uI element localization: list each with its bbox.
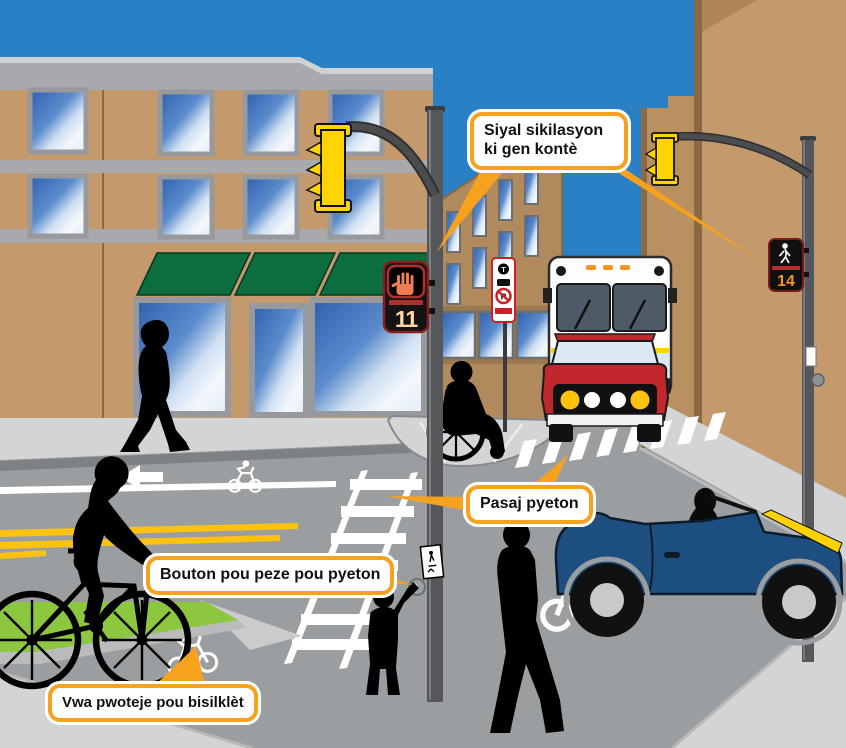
left-arrow-marking <box>120 465 163 489</box>
callout-bike-lane: Vwa pwoteje pou bisilklèt <box>48 684 258 722</box>
transit-logo-letter: T <box>501 265 506 274</box>
cyclist-silhouette <box>0 456 192 690</box>
pedestrian-signal-countdown-right: 14 <box>768 238 809 292</box>
bus-stop-no-parking-sign: T P <box>491 257 516 432</box>
walking-person-icon <box>778 243 791 264</box>
callout-signals: Siyal sikilasyon ki gen kontè <box>470 112 628 170</box>
stop-hand-icon <box>391 272 414 295</box>
headlight <box>560 390 580 410</box>
countdown-11: 11 <box>395 306 419 332</box>
pedestrian-silhouette-left <box>120 320 190 452</box>
windshield-frame <box>709 494 757 514</box>
bus-icon <box>497 279 510 286</box>
lane-line <box>0 481 336 494</box>
push-button-right-pole <box>805 346 825 387</box>
signal-pole-main <box>425 106 445 702</box>
left-building <box>0 57 442 424</box>
callout-push-button-label: Bouton pou peze pou pyeton <box>160 566 381 583</box>
left-sidewalk <box>0 418 433 460</box>
traffic-signal-right <box>644 132 679 186</box>
callout-crosswalk-label: Pasaj pyeton <box>480 495 579 512</box>
callout-signals-label: Siyal sikilasyon ki gen kontè <box>484 122 604 158</box>
storefront-windows <box>133 297 427 418</box>
push-button-sign <box>419 544 445 580</box>
bike-symbol-marking <box>227 460 263 493</box>
door-handle <box>664 552 680 558</box>
mast-arm-inner-right <box>667 133 812 178</box>
pedestrian-crossing-silhouette <box>490 521 564 733</box>
mast-arm-inner <box>345 123 439 197</box>
transit-logo-icon <box>498 263 509 275</box>
red-car <box>540 333 670 442</box>
cyclist-body <box>72 456 158 625</box>
bus-windshield <box>556 283 611 332</box>
windshield-glass <box>760 509 843 554</box>
blue-convertible <box>554 487 844 646</box>
callout-push-button: Bouton pou peze pou pyeton <box>146 556 395 595</box>
pedestrian-push-button <box>419 544 445 580</box>
callout-crosswalk: Pasaj pyeton <box>466 485 593 524</box>
callout-bike-lane-label: Vwa pwoteje pou bisilklèt <box>62 694 244 711</box>
bus-wipers <box>573 299 647 330</box>
arrow-strip <box>495 308 512 314</box>
pedestrian-signal-countdown-left: 11 <box>382 260 435 334</box>
traffic-signal-left <box>305 123 352 213</box>
countdown-14: 14 <box>777 273 795 290</box>
building-windows <box>27 87 385 240</box>
boy-pressing-button-silhouette <box>366 582 419 695</box>
